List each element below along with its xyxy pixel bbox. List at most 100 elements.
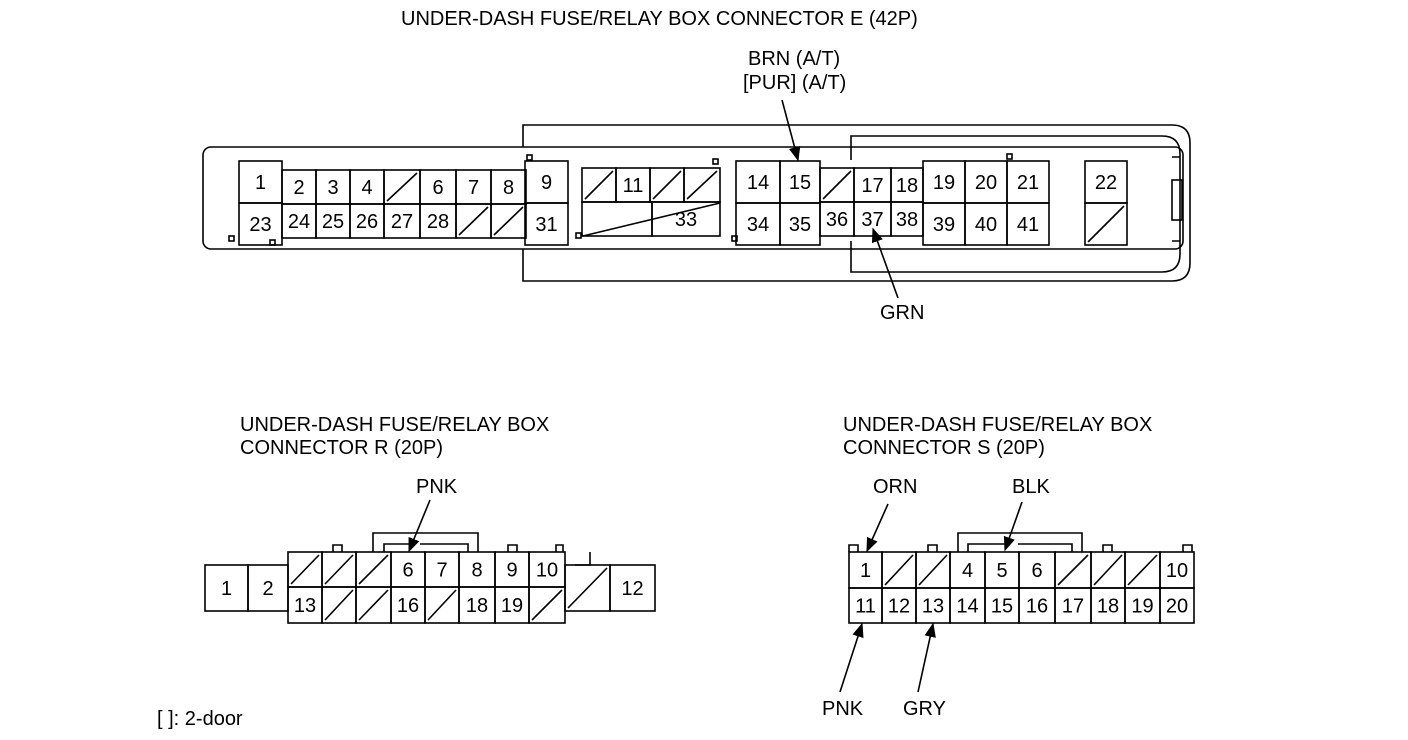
- s-pin11-wire-label: PNK: [822, 698, 864, 720]
- pin-number: 19: [1131, 596, 1153, 618]
- blank-cavity-slash: [493, 206, 524, 236]
- pin-number: 2: [262, 578, 273, 600]
- cavity-s-blank: [1090, 551, 1126, 589]
- connector-s-housing: [848, 532, 1193, 552]
- connector-s-title-line1: UNDER-DASH FUSE/RELAY BOX: [843, 414, 1153, 436]
- blank-cavity-slash: [358, 554, 389, 585]
- cavity-r-19: 19: [494, 586, 530, 624]
- cavity-s-4: 4: [949, 551, 986, 589]
- cavity-r-2: 2: [247, 564, 289, 612]
- pin-number: 34: [747, 214, 769, 236]
- pin-number: 23: [249, 214, 271, 236]
- blank-cavity-slash: [458, 206, 489, 236]
- cavity-e-18: 18: [890, 167, 924, 203]
- pin-number: 1: [860, 560, 871, 582]
- pin-number: 20: [1166, 596, 1188, 618]
- pin-number: 6: [1031, 560, 1042, 582]
- pin-number: 15: [991, 596, 1013, 618]
- blank-cavity-slash: [427, 589, 457, 621]
- cavity-e-3: 3: [315, 169, 351, 205]
- pin-number: 16: [397, 595, 419, 617]
- cavity-e-40: 40: [964, 202, 1008, 246]
- cavity-r-blank: [321, 586, 357, 624]
- pin-number: 39: [933, 214, 955, 236]
- cavity-s-1: 1: [848, 551, 883, 589]
- pin-number: 41: [1017, 214, 1039, 236]
- cavity-e-6: 6: [419, 169, 457, 205]
- blank-cavity-slash: [884, 554, 914, 586]
- pin-number: 27: [391, 211, 413, 233]
- cavity-e-19: 19: [922, 160, 966, 204]
- blank-cavity-slash: [1093, 554, 1123, 586]
- s-pin5-callout-arrow: [1003, 501, 1023, 552]
- cavity-e-35: 35: [779, 202, 821, 246]
- pin-number: 18: [1097, 596, 1119, 618]
- cavity-s-12: 12: [881, 587, 917, 624]
- cavity-e-14: 14: [735, 160, 781, 204]
- pin-number: 2: [293, 177, 304, 199]
- pin-number: 25: [322, 211, 344, 233]
- pin-number: 17: [861, 175, 883, 197]
- cavity-r-18: 18: [458, 586, 496, 624]
- cavity-e-31: 31: [524, 202, 569, 246]
- cavity-e-36: 36: [819, 201, 855, 237]
- blank-cavity-slash: [918, 554, 948, 586]
- cavity-r-10: 10: [528, 551, 566, 588]
- cavity-r-7: 7: [424, 551, 460, 588]
- pin15-wire-label-1: BRN (A/T): [748, 48, 841, 70]
- cavity-s-15: 15: [984, 587, 1020, 624]
- pin-number: 4: [962, 560, 973, 582]
- cavity-e-4: 4: [349, 169, 385, 205]
- pin6-callout-arrow: [408, 499, 431, 553]
- blank-cavity-slash: [652, 170, 682, 200]
- blank-cavity-slash: [686, 170, 718, 200]
- blank-cavity-slash: [1127, 554, 1158, 586]
- cavity-s-13: 13: [915, 587, 951, 624]
- pin-number: 24: [288, 211, 310, 233]
- blank-cavity-slash: [822, 170, 852, 200]
- pin-number: 35: [789, 214, 811, 236]
- cavity-s-blank: [1054, 551, 1092, 589]
- blank-cavity-slash: [358, 589, 389, 621]
- pin-number: 18: [466, 595, 488, 617]
- cavity-e-blank: [581, 167, 617, 203]
- pin-number: 18: [896, 175, 918, 197]
- blank-cavity-slash: [1087, 205, 1125, 243]
- pin-number: 10: [1166, 560, 1188, 582]
- cavity-r-16: 16: [390, 586, 426, 624]
- cavity-e-22: 22: [1084, 160, 1128, 204]
- cavity-e-41: 41: [1006, 202, 1050, 246]
- cavity-e-28: 28: [419, 203, 457, 239]
- cavity-s-blank: [881, 551, 917, 589]
- pin-number: 4: [361, 177, 372, 199]
- pin-number: 6: [432, 177, 443, 199]
- cavity-e-21: 21: [1006, 160, 1050, 204]
- cavity-s-11: 11: [848, 587, 883, 624]
- blank-cavity-slash: [290, 554, 320, 585]
- cavity-r-9: 9: [494, 551, 530, 588]
- cavity-e-27: 27: [383, 203, 421, 239]
- cavity-s-19: 19: [1124, 587, 1161, 624]
- cavity-e-24: 24: [281, 203, 317, 239]
- cavity-r-12: 12: [609, 564, 656, 612]
- blank-cavity-slash: [324, 589, 354, 621]
- pin6-wire-label: PNK: [416, 476, 458, 498]
- pin-number: 1: [255, 172, 266, 194]
- s-pin13-callout-arrow: [917, 622, 936, 693]
- cavity-e-37: 37: [853, 201, 892, 237]
- cavity-e-25: 25: [315, 203, 351, 239]
- blank-cavity-slash: [531, 589, 563, 621]
- connector-e-title: UNDER-DASH FUSE/RELAY BOX CONNECTOR E (4…: [401, 8, 918, 30]
- pin-number: 20: [975, 172, 997, 194]
- cavity-r-1: 1: [204, 564, 249, 612]
- pin-number: 26: [356, 211, 378, 233]
- cavity-e-38: 38: [890, 201, 924, 237]
- cavity-s-17: 17: [1054, 587, 1092, 624]
- pin-number: 22: [1095, 172, 1117, 194]
- pin-number: 19: [501, 595, 523, 617]
- blank-cavity-slash: [1057, 554, 1089, 586]
- blank-cavity-slash: [386, 172, 418, 202]
- pin-number: 14: [747, 172, 769, 194]
- pin-number: 21: [1017, 172, 1039, 194]
